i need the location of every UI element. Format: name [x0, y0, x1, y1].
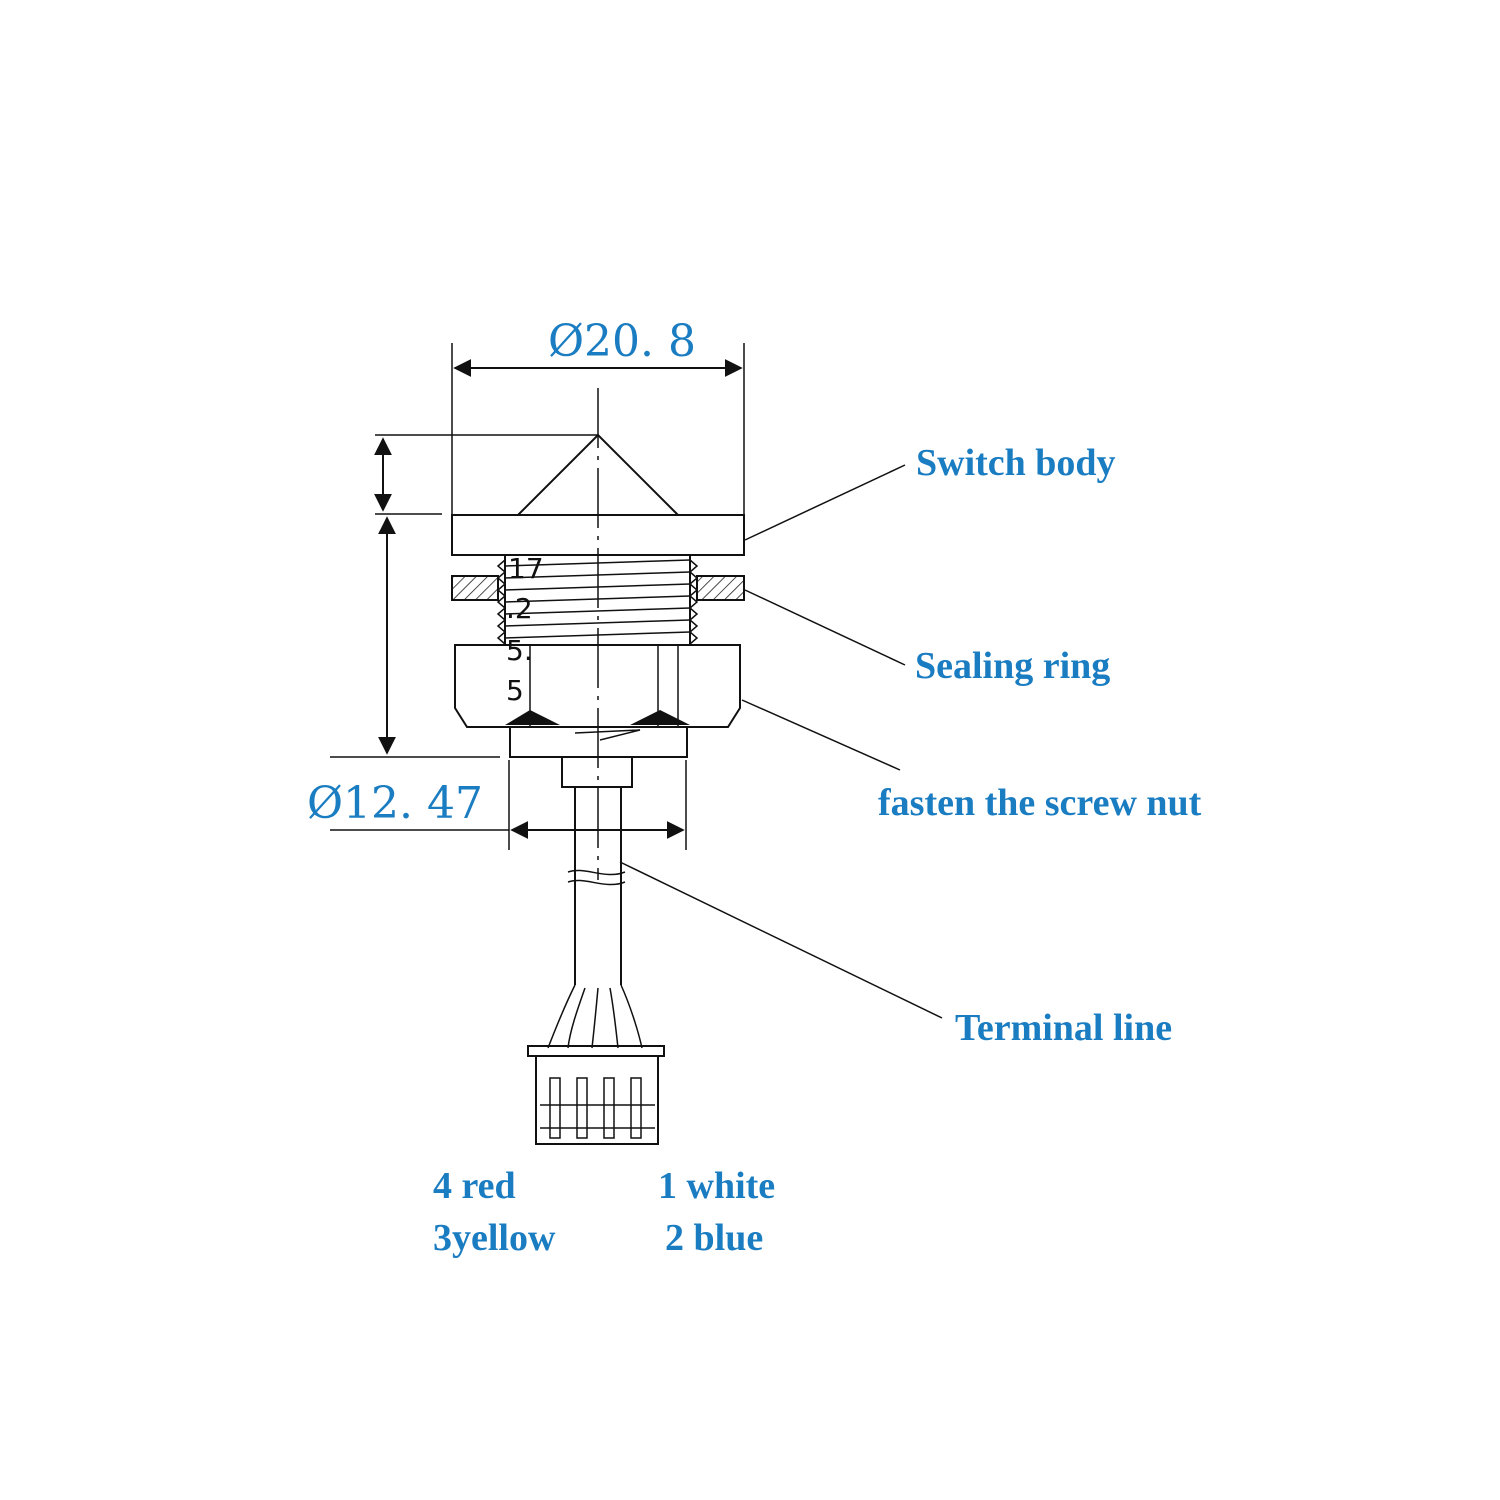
bottom-diameter-dimension: Ø12. 47: [307, 760, 687, 850]
dim-text-5a: 5.: [506, 634, 533, 667]
wire-1-white: 1 white: [658, 1165, 775, 1207]
screw-nut-shape: [454, 644, 741, 758]
bottom-diameter-label: Ø12. 47: [307, 778, 483, 829]
screw-nut-leader: [741, 699, 901, 771]
sealing-ring-shape: [451, 575, 745, 601]
threaded-shaft: [496, 555, 699, 645]
sealing-ring-label: Sealing ring: [915, 645, 1110, 687]
top-diameter-dimension: Ø20. 8: [451, 316, 745, 555]
sealing-ring-leader: [744, 589, 906, 666]
screw-nut-label: fasten the screw nut: [878, 782, 1202, 824]
connector-shape: [527, 1045, 665, 1145]
wire-2-blue: 2 blue: [665, 1217, 763, 1259]
top-diameter-label: Ø20. 8: [548, 316, 696, 367]
dim-text-17: 17: [508, 552, 544, 585]
terminal-line-leader: [619, 861, 943, 1019]
switch-body-label: Switch body: [916, 442, 1116, 484]
dim-text-2: .2: [506, 592, 533, 625]
cable-shape: [547, 756, 643, 1049]
wire-3-yellow: 3yellow: [433, 1217, 556, 1259]
terminal-line-label: Terminal line: [955, 1007, 1172, 1049]
height-dimension: 17 .2 5. 5: [330, 434, 598, 758]
dim-text-5b: 5: [506, 674, 524, 707]
switch-body-leader: [744, 464, 906, 541]
wire-4-red: 4 red: [433, 1165, 516, 1207]
